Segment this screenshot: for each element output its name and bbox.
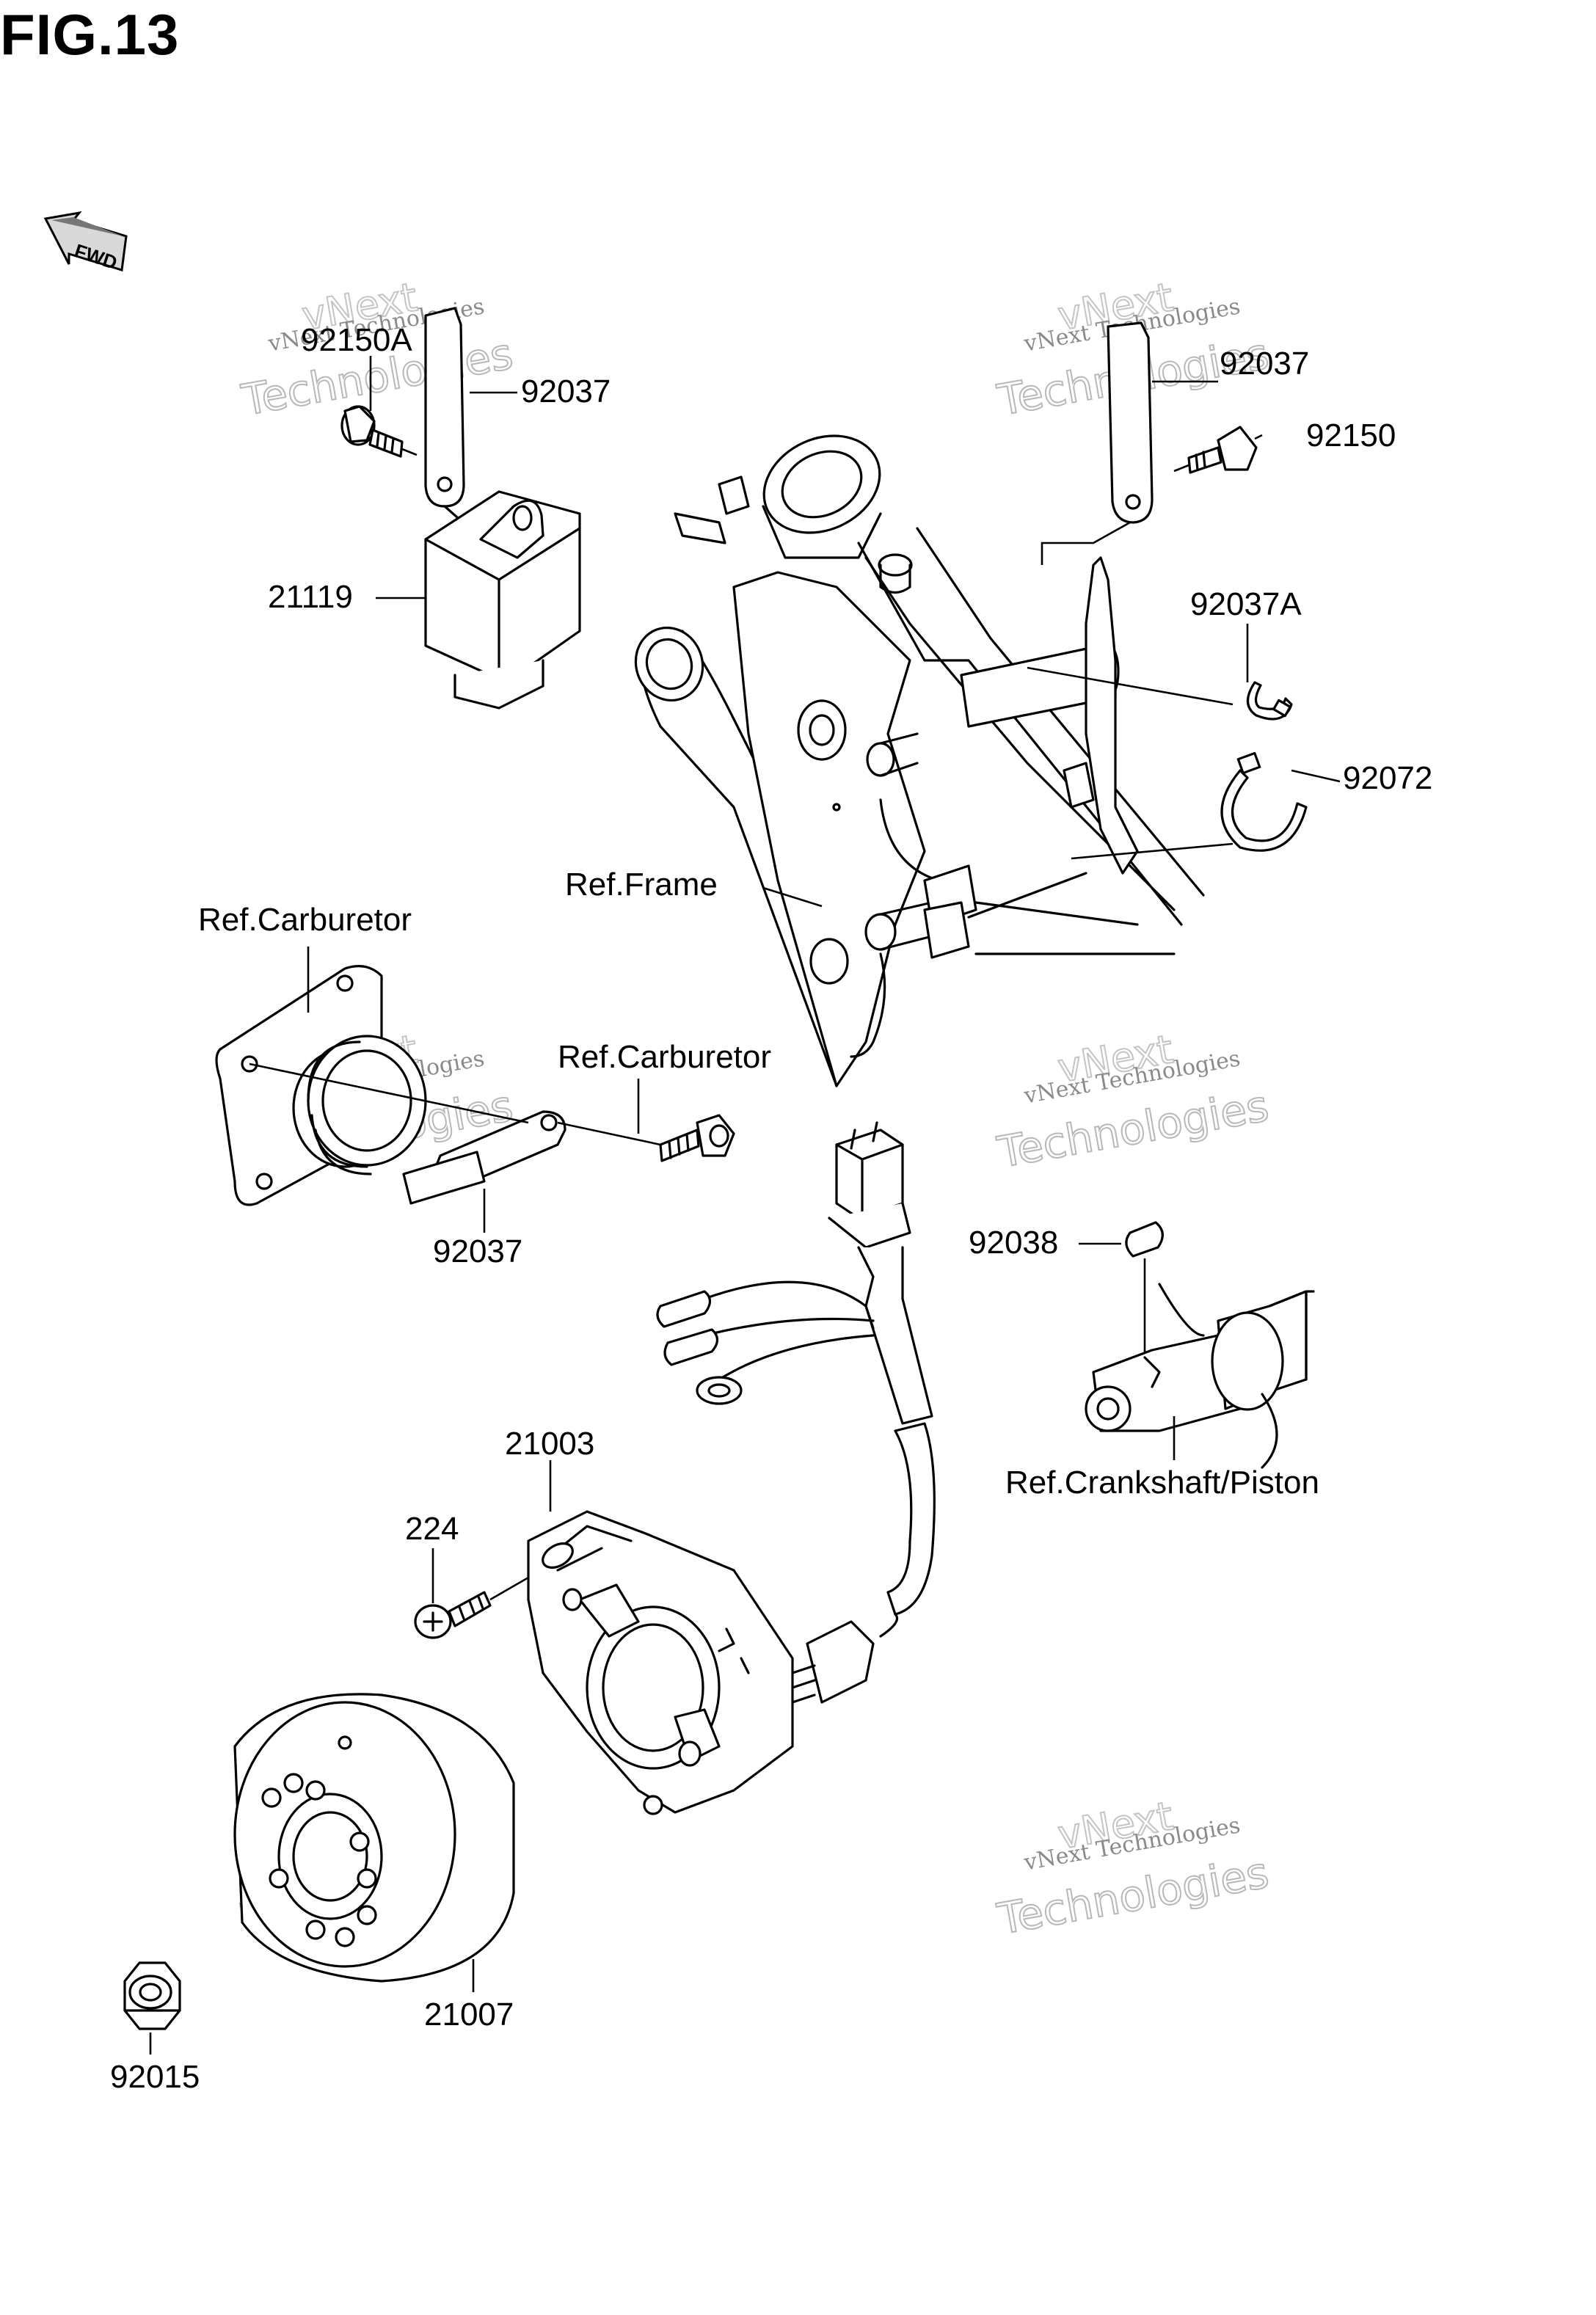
callout-ref-carburetor-2: Ref.Carburetor [558,1039,771,1075]
screw-224 [414,1576,529,1639]
clamp-92072 [1220,751,1308,852]
callout-ref-crankshaft-piston: Ref.Crankshaft/Piston [1005,1465,1319,1501]
bolt-92150 [1173,426,1258,474]
callout-92038: 92038 [969,1225,1058,1261]
cdi-unit-assembly [340,307,581,710]
callout-labels: 92150A 92037 21119 92037 92150 92037A 92… [110,322,1432,2095]
stator-plate-21003 [527,1510,899,1815]
callout-ref-carburetor-1: Ref.Carburetor [198,902,412,938]
callout-224: 224 [405,1511,459,1547]
callout-92072: 92072 [1343,760,1432,796]
callout-21007: 21007 [424,1997,514,2033]
callout-92150: 92150 [1306,418,1396,453]
carburetor-assembly [215,965,735,1206]
bolt-92150A [340,405,418,458]
callout-92015: 92015 [110,2059,200,2095]
watermark-4: vNext vNext Technologies Technologies [993,1025,1273,1178]
figure-title: FIG.13 [0,2,180,67]
callout-92037-top-left: 92037 [521,373,611,409]
cdi-box-21119 [424,490,581,710]
clamp-92037A [1246,681,1293,721]
callout-92037A: 92037A [1190,586,1302,622]
forward-arrow-icon: FWD [43,211,128,274]
crankshaft-assembly [1085,1221,1315,1469]
leader-lines [149,356,1341,2055]
watermark-6: vNext vNext Technologies Technologies [993,1792,1273,1944]
bolt-carburetor [659,1114,735,1162]
callout-92037-carb: 92037 [433,1233,522,1269]
callout-92150A: 92150A [301,322,412,358]
callout-21119: 21119 [268,579,353,615]
bracket-92037-right [1041,321,1154,565]
key-92038 [1125,1221,1164,1258]
flywheel-21007 [233,1693,515,1983]
nut-92015 [123,1961,181,2030]
callout-21003: 21003 [505,1426,594,1462]
frame-assembly [634,434,1205,1087]
wiring-harness [656,1121,936,1616]
callout-ref-frame: Ref.Frame [565,867,718,903]
callout-92037-top-right: 92037 [1220,346,1309,382]
